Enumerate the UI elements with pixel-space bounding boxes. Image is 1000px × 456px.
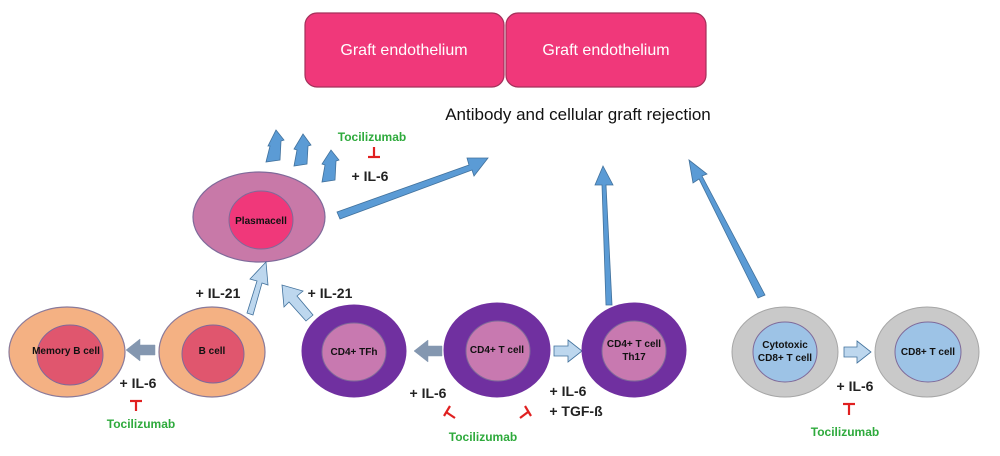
memory-b-cell-label: Memory B cell	[32, 346, 100, 357]
bcell-to-memory-arrow	[125, 338, 156, 362]
cd4-tfh-cell: CD4+ TFh	[301, 304, 407, 398]
graft-endothelium-label-right: Graft endothelium	[542, 42, 669, 59]
cd8-t-cell: CD8+ T cell	[874, 306, 980, 398]
inhibition-symbol-memory	[130, 399, 142, 411]
il6-label-plasma: + IL-6	[352, 168, 389, 184]
cytotoxic-label-line1: Cytotoxic	[762, 340, 808, 351]
il6-label-memory: + IL-6	[120, 375, 157, 391]
tgfb-label-th17: + TGF-ß	[549, 403, 603, 419]
cd4-to-tfh-arrow	[413, 339, 443, 363]
cd4-to-th17-arrow	[553, 339, 583, 363]
cytotoxic-cd8-cell: Cytotoxic CD8+ T cell	[731, 306, 839, 398]
th17-to-graft-arrow	[594, 165, 614, 306]
il21-label-tfh: + IL-21	[308, 285, 353, 301]
cd4-t-cell: CD4+ T cell	[443, 302, 551, 398]
inhibition-symbol-plasma	[368, 147, 380, 159]
il6-label-th17: + IL-6	[550, 383, 587, 399]
antibody-arrows	[265, 129, 340, 183]
graft-endothelium-box-left: Graft endothelium	[304, 12, 505, 88]
cytotoxic-to-graft-arrow	[688, 159, 766, 299]
tocilizumab-label-cd4: Tocilizumab	[449, 430, 517, 444]
il21-label-bcell: + IL-21	[196, 285, 241, 301]
cd4-th17-label-line1: CD4+ T cell	[607, 339, 661, 350]
rejection-headline: Antibody and cellular graft rejection	[445, 105, 711, 124]
inhibition-symbol-cd4-right	[519, 405, 532, 419]
tocilizumab-label-plasma: Tocilizumab	[338, 130, 406, 144]
il6-label-tfh: + IL-6	[410, 385, 447, 401]
b-cell: B cell	[158, 306, 266, 398]
plasma-cell-label: Plasmacell	[235, 216, 287, 227]
memory-b-cell: Memory B cell	[8, 306, 126, 398]
cd4-th17-label-line2: Th17	[622, 352, 646, 363]
cd8-t-cell-label: CD8+ T cell	[901, 347, 955, 358]
cytotoxic-label-line2: CD8+ T cell	[758, 353, 812, 364]
cd4-t-cell-label: CD4+ T cell	[470, 345, 524, 356]
cd4-th17-cell: CD4+ T cell Th17	[581, 302, 687, 398]
b-cell-label: B cell	[199, 346, 226, 357]
cd4-tfh-label: CD4+ TFh	[331, 347, 378, 358]
bcell-to-plasma-arrow	[246, 261, 269, 316]
cytotoxic-to-cd8-arrow	[843, 340, 872, 364]
plasma-cell: Plasmacell	[192, 171, 326, 263]
graft-endothelium-box-right: Graft endothelium	[505, 12, 707, 88]
graft-endothelium-label-left: Graft endothelium	[340, 42, 467, 59]
plasma-to-graft-arrow	[336, 157, 489, 220]
tfh-to-plasma-arrow	[281, 284, 314, 322]
tocilizumab-label-cd8: Tocilizumab	[811, 425, 879, 439]
inhibition-symbol-cd4-left	[443, 405, 456, 419]
inhibition-symbol-cd8	[843, 402, 855, 415]
tocilizumab-label-memory: Tocilizumab	[107, 417, 175, 431]
il6-label-cd8: + IL-6	[837, 378, 874, 394]
